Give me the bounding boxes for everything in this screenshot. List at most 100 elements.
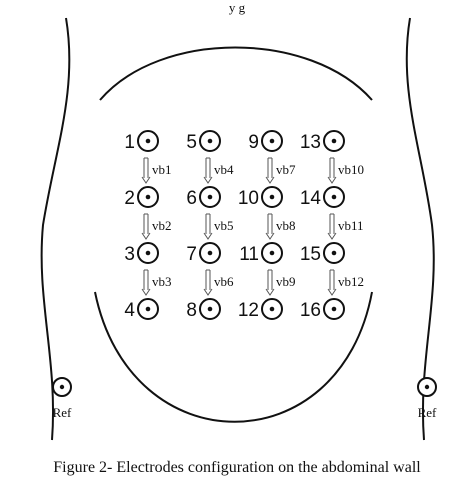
bipolar-channel-label: vb4 — [214, 162, 234, 177]
bipolar-arrow-head — [141, 232, 151, 240]
bipolar-channel-label: vb1 — [152, 162, 172, 177]
electrode-center-dot — [207, 138, 213, 144]
electrode-3: 3 — [124, 242, 159, 265]
bipolar-channel-label: vb8 — [276, 218, 296, 233]
bipolar-channel-vb10: vb10 — [327, 157, 364, 184]
bipolar-channel-vb9: vb9 — [265, 269, 296, 296]
bipolar-channel-label: vb3 — [152, 274, 172, 289]
reference-center-dot — [59, 384, 65, 390]
electrode-center-dot — [207, 194, 213, 200]
bipolar-arrow-shaft — [143, 158, 149, 178]
electrode-center-dot — [269, 194, 275, 200]
electrode-11: 11 — [239, 242, 283, 265]
electrode-center-dot — [331, 194, 337, 200]
electrode-label: 16 — [300, 300, 321, 321]
electrode-label: 11 — [239, 244, 259, 265]
bipolar-channel-vb12: vb12 — [327, 269, 364, 296]
electrode-4: 4 — [124, 298, 159, 321]
abdomen-upper-arc — [99, 46, 373, 101]
reference-electrode-left: Ref — [52, 377, 72, 420]
bipolar-channel-vb2: vb2 — [141, 213, 172, 240]
bipolar-arrow-shaft — [205, 158, 211, 178]
bipolar-arrow-head — [327, 176, 337, 184]
bipolar-arrow-head — [141, 176, 151, 184]
electrode-12: 12 — [238, 298, 283, 321]
bipolar-channel-vb5: vb5 — [203, 213, 234, 240]
electrode-label: 5 — [186, 132, 197, 153]
bipolar-channel-label: vb5 — [214, 218, 234, 233]
electrode-label: 6 — [186, 188, 197, 209]
right-body-contour — [405, 17, 435, 441]
electrode-14: 14 — [300, 186, 345, 209]
reference-label: Ref — [53, 405, 72, 420]
reference-label: Ref — [418, 405, 437, 420]
electrode-label: 10 — [238, 188, 259, 209]
electrode-8: 8 — [186, 298, 221, 321]
bipolar-arrow-shaft — [329, 158, 335, 178]
electrode-13: 13 — [300, 130, 345, 153]
bipolar-arrow-shaft — [329, 214, 335, 234]
reference-center-dot — [424, 384, 430, 390]
electrode-6: 6 — [186, 186, 221, 209]
electrode-center-dot — [145, 194, 151, 200]
bipolar-channel-label: vb12 — [338, 274, 364, 289]
electrode-center-dot — [269, 250, 275, 256]
bipolar-channel-label: vb2 — [152, 218, 172, 233]
electrode-center-dot — [145, 250, 151, 256]
electrode-label: 8 — [186, 300, 197, 321]
electrode-10: 10 — [238, 186, 283, 209]
bipolar-arrow-head — [203, 232, 213, 240]
electrode-label: 2 — [124, 188, 135, 209]
electrode-5: 5 — [186, 130, 221, 153]
electrode-label: 9 — [248, 132, 259, 153]
bipolar-arrow-head — [141, 288, 151, 296]
bipolar-arrow-shaft — [267, 214, 273, 234]
electrode-label: 12 — [238, 300, 259, 321]
electrode-label: 4 — [124, 300, 135, 321]
bipolar-arrow-shaft — [329, 270, 335, 290]
bipolar-arrow-shaft — [205, 214, 211, 234]
bipolar-channel-vb1: vb1 — [141, 157, 172, 184]
bipolar-arrow-shaft — [267, 270, 273, 290]
bipolar-arrow-head — [327, 288, 337, 296]
electrode-center-dot — [331, 306, 337, 312]
electrode-label: 15 — [300, 244, 321, 265]
electrode-label: 7 — [186, 244, 197, 265]
bipolar-channel-vb11: vb11 — [327, 213, 364, 240]
bipolar-channel-label: vb7 — [276, 162, 296, 177]
electrode-16: 16 — [300, 298, 345, 321]
bipolar-arrow-head — [203, 288, 213, 296]
bipolar-arrow-head — [265, 288, 275, 296]
bipolar-channel-vb6: vb6 — [203, 269, 234, 296]
bipolar-channel-vb7: vb7 — [265, 157, 296, 184]
bipolar-arrow-shaft — [143, 270, 149, 290]
bipolar-channel-label: vb6 — [214, 274, 234, 289]
figure-caption: Figure 2- Electrodes configuration on th… — [53, 459, 421, 476]
bipolar-channel-label: vb11 — [338, 218, 364, 233]
header-fragment: y g — [228, 0, 246, 15]
electrode-1: 1 — [124, 130, 159, 153]
bipolar-channel-vb3: vb3 — [141, 269, 172, 296]
bipolar-arrow-head — [265, 176, 275, 184]
electrode-center-dot — [331, 250, 337, 256]
left-body-contour — [40, 17, 71, 441]
bipolar-arrow-shaft — [205, 270, 211, 290]
bipolar-arrow-head — [265, 232, 275, 240]
bipolar-arrow-shaft — [143, 214, 149, 234]
electrode-center-dot — [145, 306, 151, 312]
electrode-label: 1 — [124, 132, 135, 153]
electrode-15: 15 — [300, 242, 345, 265]
bipolar-channel-vb8: vb8 — [265, 213, 296, 240]
electrode-2: 2 — [124, 186, 159, 209]
bipolar-channel-vb4: vb4 — [203, 157, 234, 184]
electrode-label: 3 — [124, 244, 135, 265]
electrode-center-dot — [145, 138, 151, 144]
abdomen-lower-arc — [94, 291, 373, 423]
electrode-center-dot — [207, 250, 213, 256]
electrode-label: 14 — [300, 188, 322, 209]
bipolar-arrow-head — [327, 232, 337, 240]
reference-electrode-right: Ref — [417, 377, 437, 420]
bipolar-arrow-shaft — [267, 158, 273, 178]
electrode-9: 9 — [248, 130, 283, 153]
